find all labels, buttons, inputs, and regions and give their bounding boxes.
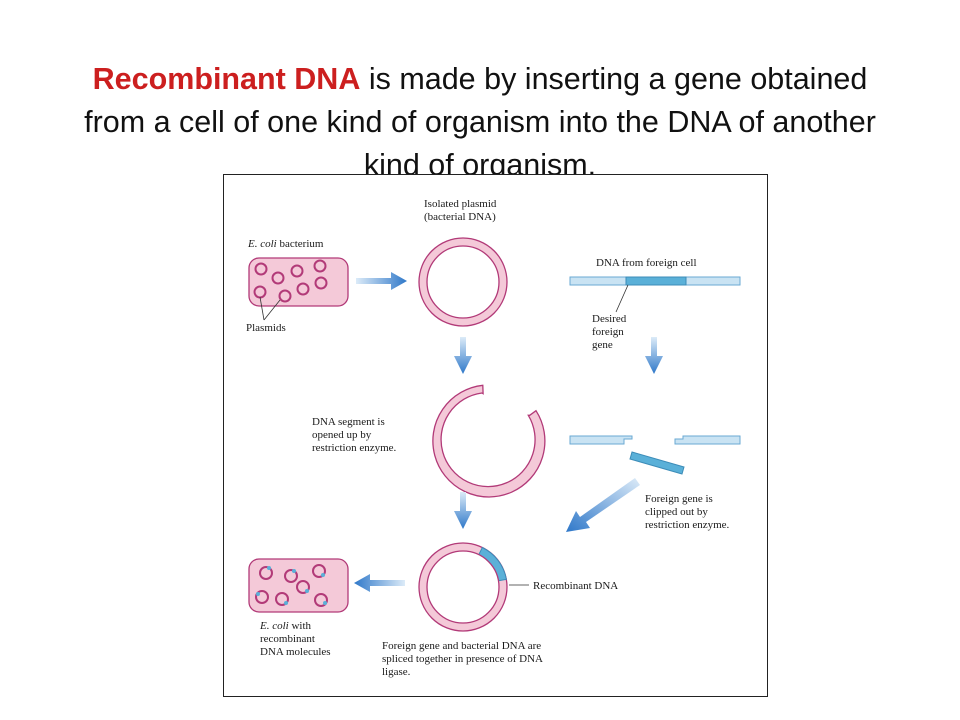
plasmids-pointer-lines	[259, 296, 281, 321]
opened-plasmid-label-2: opened up by	[312, 429, 372, 441]
arrow-to-recombinant-ecoli	[354, 574, 405, 592]
spliced-label-1: Foreign gene and bacterial DNA are	[382, 640, 541, 652]
recombinant-dna-figure: E. coli bacterium Plasmids Isolated plas…	[223, 174, 768, 697]
clipped-gene-label-3: restriction enzyme.	[645, 519, 730, 531]
isolated-plasmid-label-2: (bacterial DNA)	[424, 211, 496, 223]
recombinant-ecoli-label-3: DNA molecules	[260, 646, 331, 658]
opened-plasmid	[432, 384, 546, 498]
cut-foreign-dna	[569, 435, 741, 445]
slide-title: Recombinant DNA is made by inserting a g…	[60, 58, 900, 187]
recombinant-plasmid	[418, 542, 508, 632]
arrow-down-plasmid	[454, 337, 472, 374]
desired-gene-label-3: gene	[592, 339, 613, 351]
recombinant-ecoli-label-1: E. coli with	[259, 620, 312, 632]
clipped-foreign-gene	[629, 451, 685, 475]
ecoli-bacterium	[248, 257, 349, 307]
ecoli-bacterium-label: E. coli bacterium	[247, 238, 324, 250]
desired-gene-label-1: Desired	[592, 313, 627, 325]
arrow-down-foreign	[645, 337, 663, 374]
foreign-dna-strand	[569, 276, 741, 286]
plasmids-label: Plasmids	[246, 322, 286, 334]
arrow-to-plasmid	[356, 272, 407, 290]
isolated-plasmid-label-1: Isolated plasmid	[424, 198, 497, 210]
opened-plasmid-label-3: restriction enzyme.	[312, 442, 397, 454]
recombinant-ecoli	[248, 558, 349, 613]
clipped-gene-label-2: clipped out by	[645, 506, 708, 518]
isolated-plasmid	[418, 237, 508, 327]
foreign-dna-label: DNA from foreign cell	[596, 257, 697, 269]
title-highlight: Recombinant DNA	[92, 62, 361, 96]
desired-gene-label-2: foreign	[592, 326, 624, 338]
opened-plasmid-label-1: DNA segment is	[312, 416, 385, 428]
recombinant-dna-label: Recombinant DNA	[533, 580, 618, 592]
spliced-label-2: spliced together in presence of DNA	[382, 653, 543, 665]
clipped-gene-label-1: Foreign gene is	[645, 493, 713, 505]
arrow-down-opened	[454, 492, 472, 529]
arrow-diagonal-gene	[566, 478, 640, 532]
desired-gene-pointer	[615, 284, 629, 313]
recombinant-ecoli-label-2: recombinant	[260, 633, 315, 645]
title-rest: is made by inserting a gene obtained fro…	[84, 62, 876, 182]
spliced-label-3: ligase.	[382, 666, 411, 678]
